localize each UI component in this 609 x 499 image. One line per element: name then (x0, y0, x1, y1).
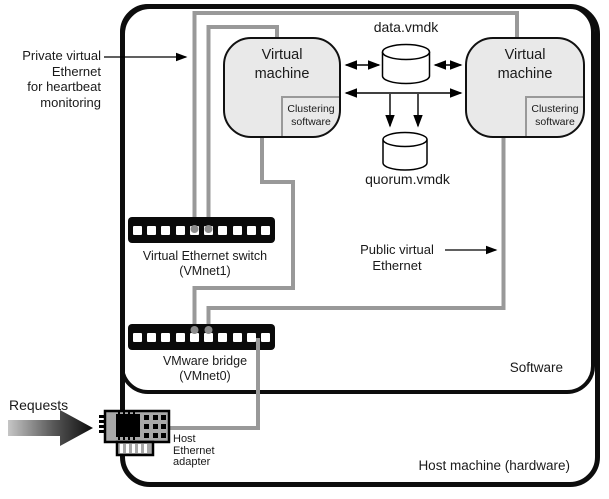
clustering-software-box: Clustering software (525, 96, 583, 136)
switch-port (260, 225, 270, 235)
switch-port (260, 332, 270, 342)
vmnet1-switch-label: Virtual Ethernet switch (VMnet1) (115, 249, 295, 278)
bridge-label-line: (VMnet0) (179, 368, 231, 383)
switch-port (189, 225, 199, 235)
switch-port (232, 225, 242, 235)
requests-label: Requests (9, 397, 69, 413)
vmnet1-switch-bar (128, 217, 275, 243)
vmnet0-bridge-label: VMware bridge (VMnet0) (115, 354, 295, 383)
switch-port (175, 225, 185, 235)
vmnet0-bridge-bar (128, 324, 275, 350)
virtual-machine-right: Virtual machine Clustering software (465, 37, 585, 138)
switch-label-line: (VMnet1) (179, 263, 231, 278)
adapter-label-line: Ethernet (173, 444, 215, 457)
switch-port (147, 332, 157, 342)
switch-port (175, 332, 185, 342)
switch-label-line: Virtual Ethernet switch (142, 249, 268, 263)
clustering-software-box: Clustering software (281, 96, 339, 136)
quorum-disk-label: quorum.vmdk (365, 171, 450, 187)
switch-port (161, 332, 171, 342)
public-label-line: Ethernet (372, 257, 422, 273)
host-machine-label: Host machine (hardware) (418, 458, 570, 473)
switch-port (246, 332, 256, 342)
private-label-line: for heartbeat (27, 79, 101, 94)
switch-port (232, 332, 242, 342)
vm-title: Virtual machine (254, 47, 310, 82)
switch-port (204, 332, 214, 342)
adapter-label-line: Host (173, 433, 196, 445)
switch-port (161, 225, 171, 235)
private-label-line: Private virtual (22, 48, 101, 63)
public-ethernet-label: Public virtual Ethernet (347, 242, 447, 273)
switch-port (246, 225, 256, 235)
private-label-line: Ethernet (51, 63, 101, 79)
host-adapter-label: Host Ethernet adapter (173, 433, 233, 469)
adapter-label-line: adapter (173, 456, 211, 468)
bridge-label-line: VMware bridge (162, 354, 248, 368)
switch-port (147, 225, 157, 235)
switch-port (133, 225, 142, 235)
switch-port (189, 332, 199, 342)
vm-title: Virtual machine (497, 47, 553, 82)
software-label: Software (509, 360, 563, 375)
virtual-machine-left: Virtual machine Clustering software (223, 37, 341, 138)
switch-port (204, 225, 214, 235)
private-label-line: monitoring (40, 94, 101, 110)
software-box (120, 4, 595, 394)
public-label-line: Public virtual (360, 242, 434, 257)
data-disk-label: data.vmdk (373, 19, 439, 35)
switch-port (133, 332, 142, 342)
switch-port (218, 332, 228, 342)
switch-port (218, 225, 228, 235)
requests-arrow-icon (8, 410, 93, 446)
private-ethernet-label: Private virtual Ethernet for heartbeat m… (0, 48, 101, 110)
